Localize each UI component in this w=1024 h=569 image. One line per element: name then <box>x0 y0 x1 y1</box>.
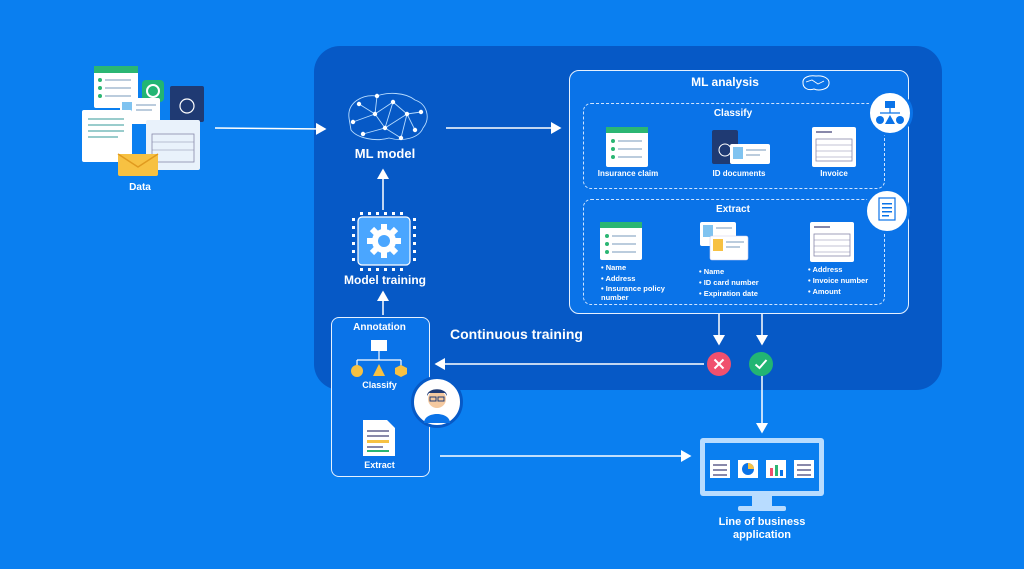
hierarchy-icon <box>867 90 913 136</box>
extract-field: ID card number <box>699 277 789 288</box>
invoice-icon <box>812 127 856 167</box>
extract-fields-list: Name ID card number Expiration date <box>699 266 789 299</box>
extract-field: Name <box>601 262 673 273</box>
invoice-icon <box>810 222 854 262</box>
extract-field: Address <box>808 264 888 275</box>
extract-field: Amount <box>808 286 888 297</box>
extract-field: Name <box>699 266 789 277</box>
document-scan-icon <box>864 188 910 234</box>
classify-section <box>583 103 885 189</box>
insurance-claim-icon <box>600 222 642 260</box>
extract-field: Address <box>601 273 673 284</box>
extract-fields-list: Address Invoice number Amount <box>808 264 888 297</box>
ml-analysis-title: ML analysis <box>691 75 759 89</box>
extract-fields-list: Name Address Insurance policy number <box>601 262 673 302</box>
extract-title: Extract <box>716 204 750 215</box>
arrow-data-to-model <box>214 122 327 135</box>
extract-section <box>583 199 885 305</box>
extract-field: Invoice number <box>808 275 888 286</box>
monitor-icon <box>700 438 824 512</box>
id-documents-icon <box>712 130 772 166</box>
classify-title: Classify <box>713 108 753 119</box>
annotation-title: Annotation <box>353 322 406 333</box>
check-icon <box>748 351 774 377</box>
id-cards-icon <box>700 222 750 262</box>
brain-network-icon <box>341 90 431 144</box>
data-label: Data <box>129 182 151 193</box>
lob-label-line2: application <box>732 529 792 541</box>
lob-label-line1: Line of business <box>718 516 806 528</box>
brain-small-icon <box>800 74 832 92</box>
classify-item-label: Invoice <box>820 169 848 178</box>
annotator-avatar <box>411 376 463 428</box>
extract-field: Expiration date <box>699 288 789 299</box>
classify-item-label: Insurance claim <box>597 169 659 178</box>
cross-icon <box>706 351 732 377</box>
document-icon <box>361 420 397 456</box>
extract-field: Insurance policy number <box>601 284 673 302</box>
gear-chip-icon <box>346 212 422 272</box>
annotation-classify-label: Classify <box>362 380 397 390</box>
classify-item-label: ID documents <box>712 169 766 178</box>
annotation-extract-label: Extract <box>364 460 395 470</box>
data-documents-icon <box>80 64 205 176</box>
continuous-training-label: Continuous training <box>450 326 583 342</box>
model-training-label: Model training <box>344 273 426 287</box>
insurance-claim-icon <box>606 127 648 167</box>
ml-model-label: ML model <box>354 146 416 161</box>
hierarchy-icon <box>347 338 411 378</box>
